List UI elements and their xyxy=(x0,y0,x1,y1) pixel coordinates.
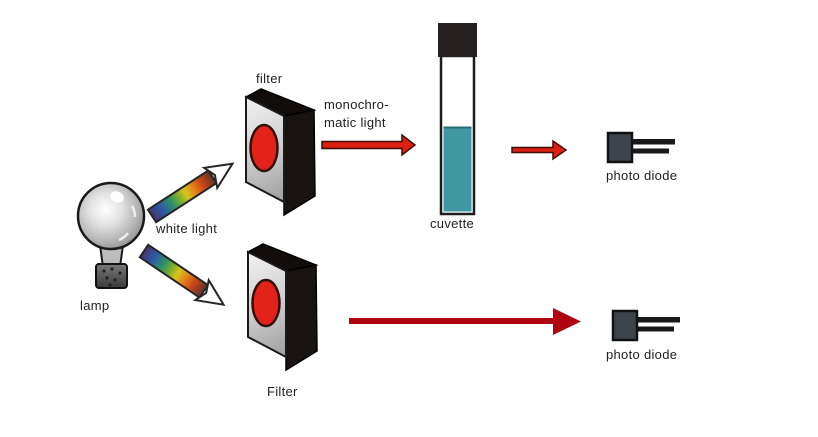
photo-diode-top-label: photo diode xyxy=(606,168,678,183)
photo-diode-bottom-label: photo diode xyxy=(606,347,678,362)
cuvette-illustration xyxy=(438,23,477,216)
monochromatic-light-label: monochro- matic light xyxy=(324,96,389,132)
filter-top-label: filter xyxy=(256,71,283,86)
filter-top-illustration xyxy=(244,87,317,217)
lamp-label: lamp xyxy=(80,298,110,313)
reference-beam-arrow xyxy=(349,308,581,335)
lamp-illustration xyxy=(76,181,146,289)
photo-diode-top-illustration xyxy=(606,131,677,164)
white-light-label: white light xyxy=(156,221,218,236)
monochromatic-light-label-line2: matic light xyxy=(324,115,386,130)
white-light-beam-lower xyxy=(136,240,232,316)
cuvette-output-arrow xyxy=(511,139,568,161)
photo-diode-bottom-illustration xyxy=(611,309,682,342)
monochromatic-light-arrow xyxy=(321,133,417,157)
white-light-beam-upper xyxy=(144,152,241,228)
cuvette-label: cuvette xyxy=(430,216,475,231)
monochromatic-light-label-line1: monochro- xyxy=(324,97,389,112)
filter-bottom-illustration xyxy=(246,242,319,372)
filter-bottom-label: Filter xyxy=(267,384,298,399)
